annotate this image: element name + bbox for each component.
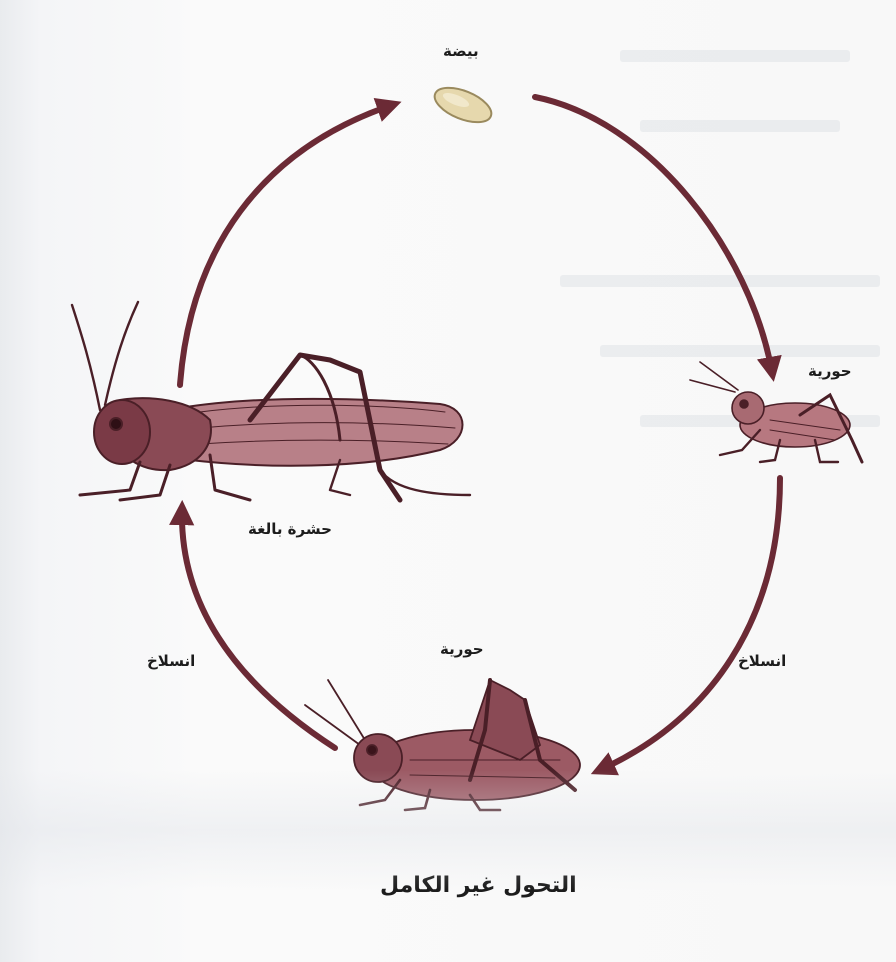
label-molting-right: انسلاخ [738,652,786,670]
nymph-medium-illustration [305,680,580,810]
diagram-title: التحول غير الكامل [380,873,577,898]
adult-grasshopper-illustration [72,302,470,500]
label-nymph-bottom: حورية [440,640,484,658]
arrow-nymph-to-nymph [600,478,780,770]
arrow-adult-to-egg [180,105,392,385]
label-nymph-right: حورية [808,362,852,380]
label-egg: بيضة [443,42,479,60]
arrow-nymph-to-adult [182,510,335,748]
arrow-egg-to-nymph [535,97,772,372]
label-molting-left: انسلاخ [147,652,195,670]
label-adult: حشرة بالغة [248,520,332,538]
egg-illustration [430,81,496,129]
